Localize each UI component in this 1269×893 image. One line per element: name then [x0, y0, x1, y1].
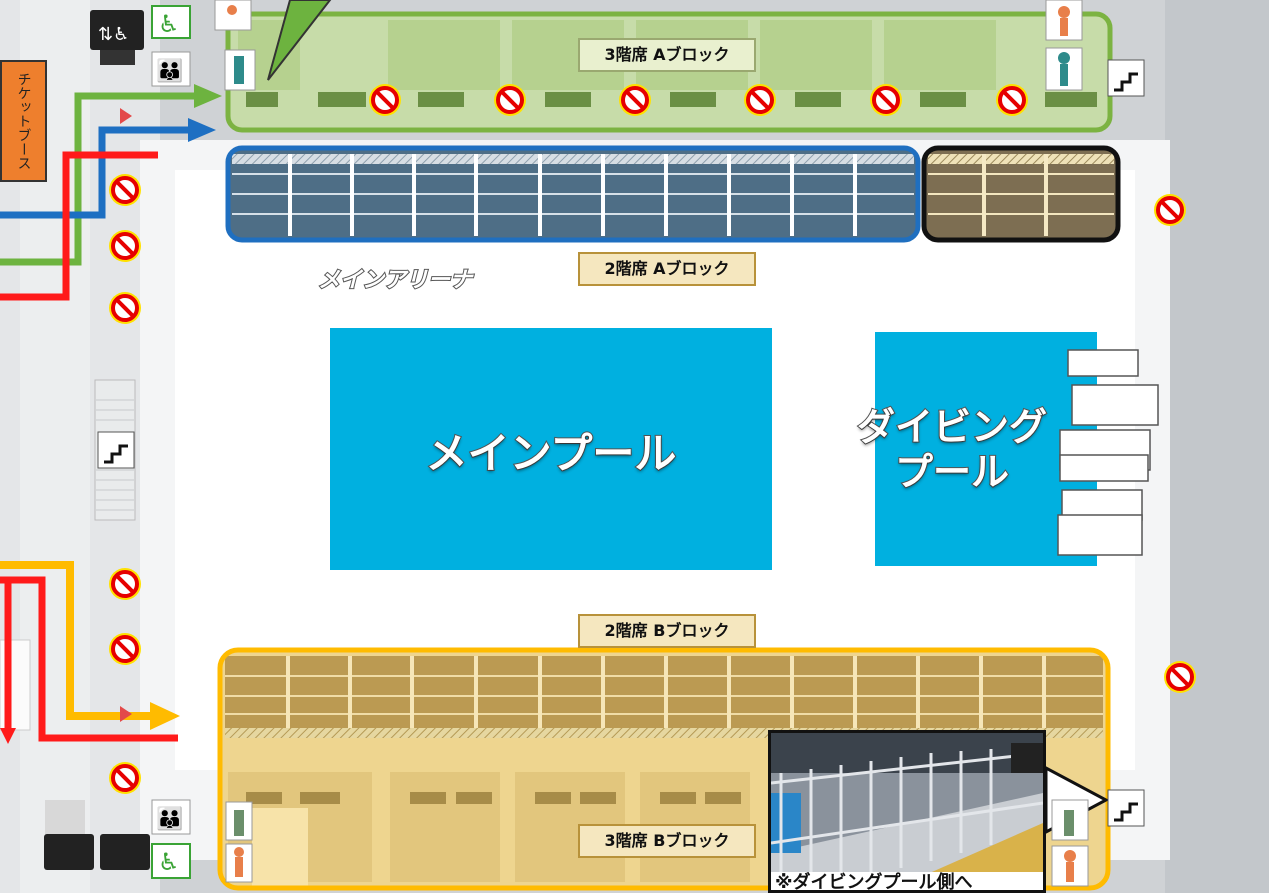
diving-platforms — [1057, 349, 1159, 556]
route-green — [0, 92, 198, 266]
block-3f-a[interactable] — [225, 11, 1113, 133]
main-pool — [330, 328, 772, 570]
label-3f-a-block: 3階席 Aブロック — [578, 38, 756, 72]
route-red-top — [0, 151, 158, 301]
photo-railing-image — [771, 733, 1043, 890]
label-diving-pool-line2: プール — [894, 449, 1010, 495]
route-yellow — [0, 561, 154, 720]
block-2f-a-diving-side[interactable] — [921, 145, 1121, 243]
route-blue — [0, 126, 192, 219]
label-main-arena: メインアリーナ — [317, 267, 473, 294]
label-diving-pool-line1: ダイビング — [856, 404, 1048, 450]
ticket-booth[interactable]: チケットブース — [0, 60, 47, 182]
route-red-bottom — [0, 576, 178, 742]
label-main-pool: メインプール — [425, 428, 678, 479]
label-2f-b-block: 2階席 Bブロック — [578, 614, 756, 648]
diving-side-photo: ※ダイビングプール側へ — [768, 730, 1046, 893]
label-2f-a-block: 2階席 Aブロック — [578, 252, 756, 286]
callout-pointer-top — [267, 0, 332, 81]
label-3f-b-block: 3階席 Bブロック — [578, 824, 756, 858]
block-2f-a[interactable] — [225, 145, 921, 243]
photo-caption: ※ダイビングプール側へ — [771, 872, 1043, 890]
